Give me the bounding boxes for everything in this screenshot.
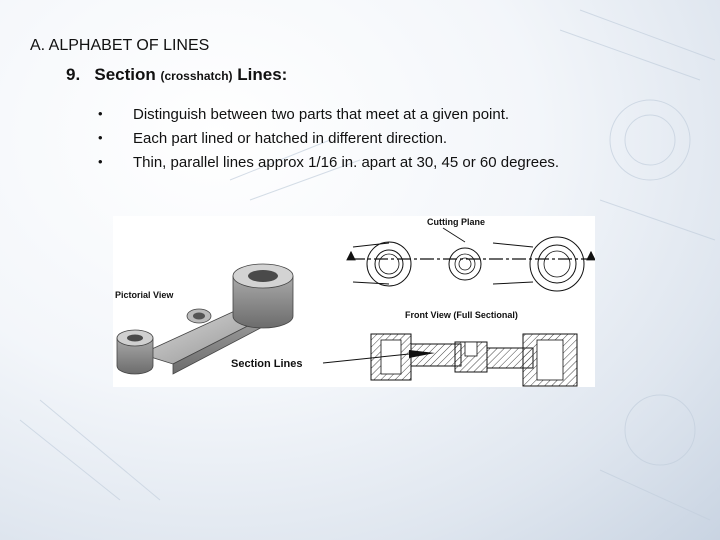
section-lines-figure: Pictorial View Cutting Plane Front View … <box>113 216 595 387</box>
section-subheading: 9. Section (crosshatch) Lines: <box>66 65 287 85</box>
pictorial-view-drawing <box>116 263 294 375</box>
subheading-part2: Lines: <box>237 65 288 84</box>
cutting-plane-label: Cutting Plane <box>427 217 485 227</box>
bullet-list: • Distinguish between two parts that mee… <box>98 106 559 178</box>
pictorial-view-label: Pictorial View <box>115 290 174 300</box>
section-lines-arrow <box>322 350 435 364</box>
slide-heading: A. ALPHABET OF LINES <box>30 37 210 54</box>
subheading-crosshatch: (crosshatch) <box>160 69 233 83</box>
bullet-dot: • <box>98 154 103 169</box>
bullet-dot: • <box>98 130 103 145</box>
bullet-text: Thin, parallel lines approx 1/16 in. apa… <box>133 154 560 171</box>
subheading-part1: Section <box>94 65 156 84</box>
subheading-number: 9. <box>66 65 81 84</box>
section-lines-label: Section Lines <box>231 358 303 370</box>
top-view-drawing <box>346 227 595 292</box>
bullet-text: Each part lined or hatched in different … <box>133 130 448 147</box>
front-view-label: Front View (Full Sectional) <box>405 310 518 320</box>
bullet-text: Distinguish between two parts that meet … <box>133 106 510 123</box>
bullet-item: • Each part lined or hatched in differen… <box>98 130 559 154</box>
bullet-dot: • <box>98 106 103 121</box>
section-lines-illustration: Pictorial View Cutting Plane Front View … <box>115 217 595 387</box>
bullet-item: • Thin, parallel lines approx 1/16 in. a… <box>98 154 559 178</box>
front-view-section-drawing <box>370 333 578 387</box>
bullet-item: • Distinguish between two parts that mee… <box>98 106 559 130</box>
